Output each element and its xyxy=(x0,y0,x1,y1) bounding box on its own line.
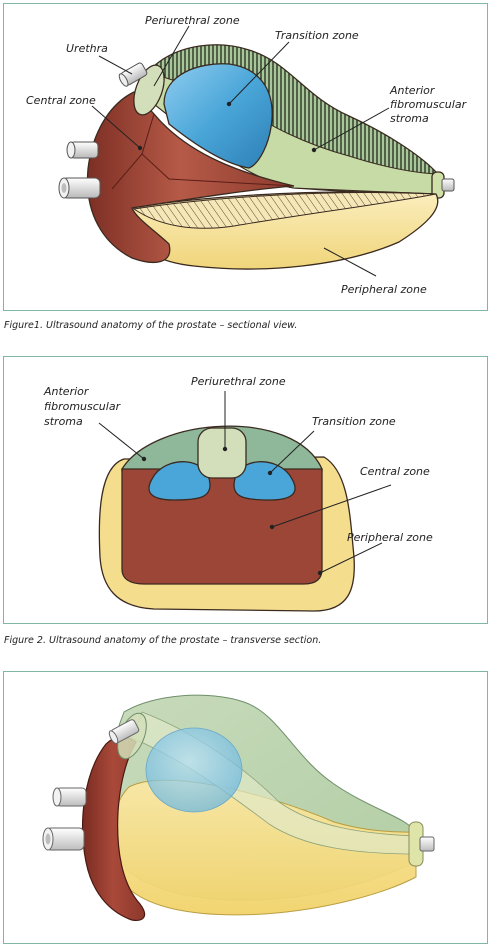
label-periurethral-zone: Periurethral zone xyxy=(191,375,286,388)
marker-transition xyxy=(226,101,232,107)
label-anterior-line-3: stroma xyxy=(44,415,83,428)
central-zone xyxy=(86,91,295,264)
urethra-distal-tube xyxy=(441,178,455,192)
label-transition-zone: Transition zone xyxy=(312,415,396,428)
leader-peripheral xyxy=(323,247,377,277)
leader-peripheral xyxy=(319,542,383,574)
ejaculatory-duct-tube-upper xyxy=(66,141,99,159)
leader-central xyxy=(271,484,392,528)
label-central-zone: Central zone xyxy=(360,465,430,478)
label-urethra: Urethra xyxy=(66,42,108,55)
ejaculatory-duct-tube-lower xyxy=(58,177,101,199)
urethra-proximal-tube xyxy=(108,719,140,744)
marker-periurethral xyxy=(222,446,228,452)
label-central-zone: Central zone xyxy=(26,94,96,107)
marker-anterior xyxy=(141,456,147,462)
leader-transition xyxy=(228,41,290,105)
label-periurethral-zone: Periurethral zone xyxy=(145,14,240,27)
label-anterior-line-2: fibromuscular xyxy=(44,400,122,413)
transition-zone xyxy=(145,727,243,813)
urethra-distal-tube xyxy=(419,836,435,852)
leader-urethra xyxy=(98,55,133,75)
leader-anterior xyxy=(98,422,145,460)
leader-transition xyxy=(269,430,315,474)
figure-2-illustration: Anterior fibromuscular stroma Periurethr… xyxy=(43,375,433,612)
marker-central xyxy=(137,145,143,151)
label-transition-zone: Transition zone xyxy=(275,29,359,42)
figure-3-illustration xyxy=(42,694,435,921)
central-zone-fold-line xyxy=(111,113,295,190)
figure-1-caption: Figure1. Ultrasound anatomy of the prost… xyxy=(4,320,298,331)
hatched-duct-region xyxy=(132,192,437,229)
urethra-proximal-tube xyxy=(118,62,148,87)
figure-2-panel: Anterior fibromuscular stroma Periurethr… xyxy=(3,356,488,624)
marker-central xyxy=(269,524,275,530)
figure-1-illustration: Periurethral zone Urethra Transition zon… xyxy=(26,14,468,296)
ejaculatory-duct-tube-lower xyxy=(42,827,85,851)
leader-central xyxy=(91,105,141,149)
label-anterior-line-3: stroma xyxy=(390,112,429,125)
label-peripheral-zone: Peripheral zone xyxy=(341,283,427,296)
ejaculatory-duct-tube-upper xyxy=(52,787,87,807)
leader-anterior xyxy=(313,107,390,151)
leader-periurethral xyxy=(153,25,190,87)
periurethral-zone xyxy=(197,427,247,479)
marker-peripheral xyxy=(317,570,323,576)
marker-anterior xyxy=(311,147,317,153)
marker-transition xyxy=(267,470,273,476)
label-peripheral-zone: Peripheral zone xyxy=(347,531,433,544)
label-anterior-line-1: Anterior xyxy=(43,385,90,398)
transition-zone xyxy=(163,63,273,169)
figure-3-panel xyxy=(3,671,488,944)
figure-2-caption: Figure 2. Ultrasound anatomy of the pros… xyxy=(4,635,322,646)
label-anterior-line-1: Anterior xyxy=(389,84,436,97)
label-anterior-line-2: fibromuscular xyxy=(390,98,468,111)
transition-zone-right xyxy=(233,461,296,501)
transition-zone-left xyxy=(148,461,211,501)
figure-1-panel: Periurethral zone Urethra Transition zon… xyxy=(3,3,488,311)
